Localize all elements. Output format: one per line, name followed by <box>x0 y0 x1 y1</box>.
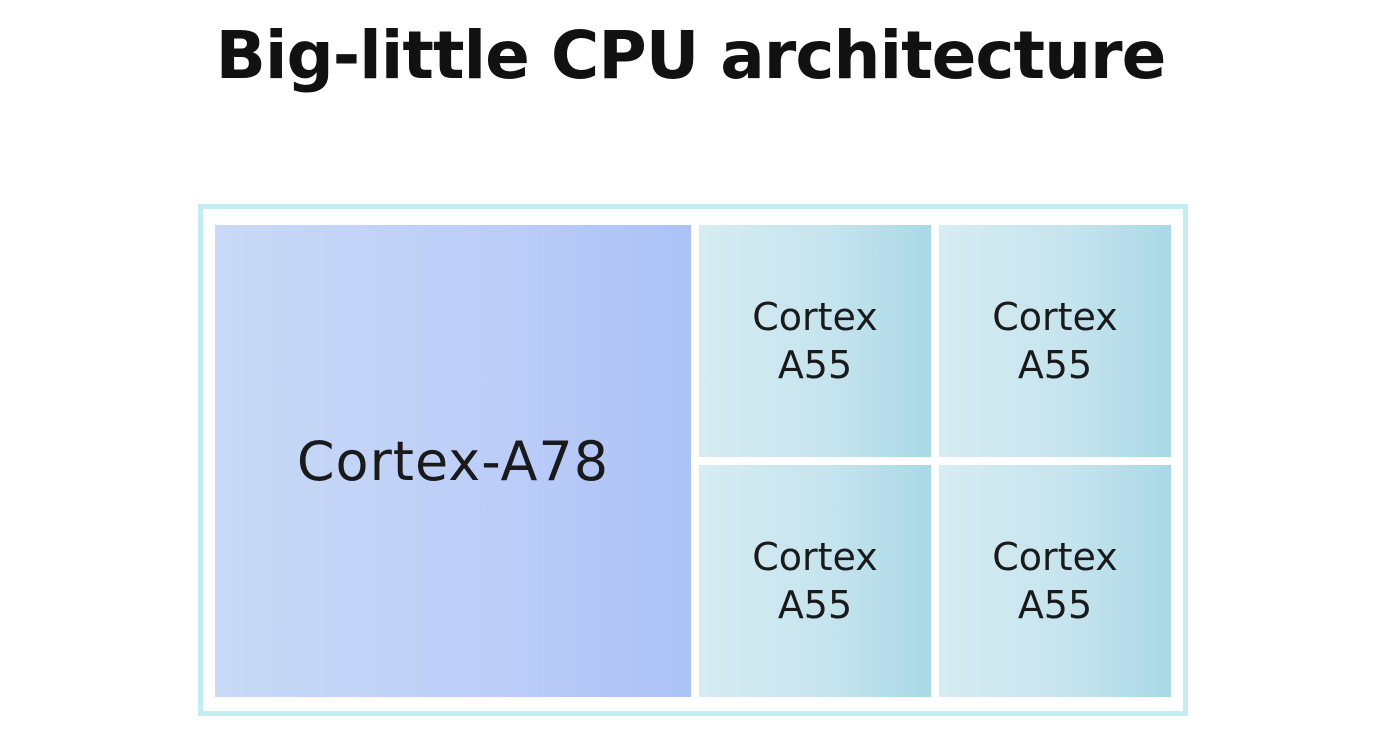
little-core-label: Cortex A55 <box>992 535 1118 627</box>
big-core-label: Cortex-A78 <box>296 429 610 493</box>
little-core-label: Cortex A55 <box>752 535 878 627</box>
big-core-block: Cortex-A78 <box>215 225 691 697</box>
little-core-block: Cortex A55 <box>939 225 1171 457</box>
little-core-label: Cortex A55 <box>752 295 878 387</box>
cpu-cluster-diagram: Cortex-A78 Cortex A55 Cortex A55 Cortex … <box>198 204 1188 716</box>
little-core-block: Cortex A55 <box>699 465 931 697</box>
page-title: Big-little CPU architecture <box>215 17 1167 94</box>
little-core-block: Cortex A55 <box>939 465 1171 697</box>
little-core-block: Cortex A55 <box>699 225 931 457</box>
little-core-label: Cortex A55 <box>992 295 1118 387</box>
